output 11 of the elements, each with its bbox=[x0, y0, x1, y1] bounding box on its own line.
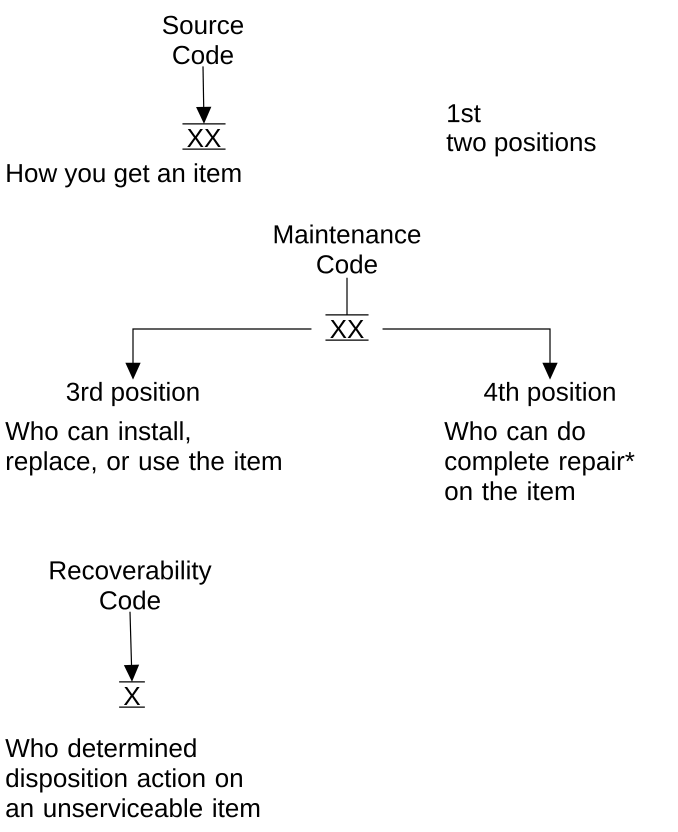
code-field: XX bbox=[325, 314, 369, 341]
code-field: X bbox=[119, 681, 145, 708]
code-name: Recoverability Code bbox=[50, 560, 212, 610]
position-label: 4th position bbox=[484, 382, 615, 406]
code-name: Source Code bbox=[162, 16, 244, 64]
code-name: Maintenance Code bbox=[274, 224, 420, 274]
position-label: 3rd position bbox=[66, 382, 198, 406]
description-text: 1st bbox=[448, 104, 481, 122]
description-text: Who can do complete repair* on the item bbox=[444, 421, 634, 500]
description-text: two positions bbox=[446, 132, 596, 156]
code-field: XX bbox=[182, 123, 226, 150]
